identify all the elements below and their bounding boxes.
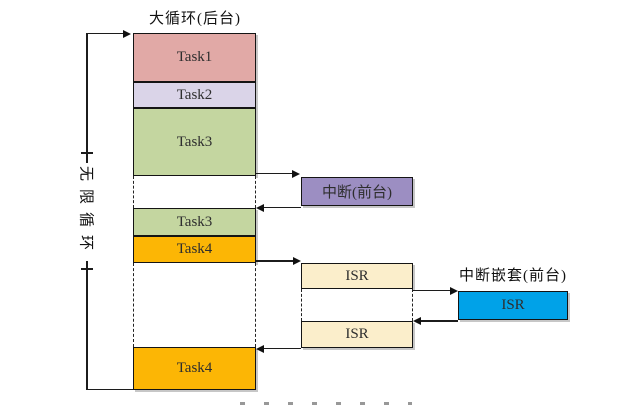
loop-arrowhead-icon — [123, 29, 131, 38]
isr-nested-label: ISR — [501, 297, 525, 313]
task4-box: Task4 — [133, 236, 256, 263]
interrupt-foreground-box: 中断(前台) — [301, 177, 413, 206]
arrow-isr-to-nested-head-icon — [450, 286, 458, 295]
task3-label: Task3 — [176, 133, 213, 150]
task4-resume-label: Task4 — [176, 360, 213, 376]
arrow-interrupt-return-head-icon — [256, 203, 264, 212]
isr2-box: ISR — [301, 321, 413, 348]
task3-resume-label: Task3 — [176, 213, 213, 230]
task2-label: Task2 — [176, 86, 213, 103]
loop-tick-bottom — [81, 268, 93, 270]
loop-tick-top — [81, 152, 93, 154]
task1-box: Task1 — [133, 33, 256, 82]
arrow-task4-to-isr-head-icon — [293, 257, 301, 265]
interrupt-foreground-label: 中断(前台) — [322, 185, 392, 201]
clipped-caption-marks — [240, 402, 412, 405]
infinite-loop-label: 无限循环 — [76, 162, 98, 262]
arrow-task3-to-interrupt-head-icon — [292, 169, 300, 178]
task4-label: Task4 — [176, 241, 213, 257]
arrow-nested-return-head-icon — [413, 317, 421, 325]
interrupted-gap-1 — [133, 176, 256, 208]
isr-nested-box: ISR — [458, 291, 568, 320]
isr1-box: ISR — [301, 263, 413, 289]
arrow-task4-to-isr-line — [256, 260, 293, 262]
isr2-label: ISR — [345, 326, 369, 342]
loop-top-line — [86, 32, 123, 34]
arrow-isr-return-to-task4-line — [264, 347, 301, 349]
isr1-label: ISR — [345, 267, 369, 284]
interrupted-gap-2 — [133, 263, 256, 347]
arrow-nested-return-line — [421, 320, 458, 322]
loop-bottom-line — [86, 388, 133, 390]
background-loop-title: 大循环(后台) — [149, 11, 241, 27]
task4-resume-box: Task4 — [133, 347, 256, 390]
arrow-isr-return-to-task4-head-icon — [256, 344, 264, 353]
arrow-task3-to-interrupt-line — [256, 172, 292, 174]
task3-box: Task3 — [133, 108, 256, 176]
task3-resume-box: Task3 — [133, 208, 256, 236]
nested-interrupt-title: 中断嵌套(前台) — [459, 268, 567, 284]
task2-box: Task2 — [133, 82, 256, 108]
task1-label: Task1 — [176, 49, 213, 65]
arrow-isr-to-nested-line — [413, 289, 450, 291]
arrow-interrupt-return-line — [264, 206, 301, 208]
isr-nested-gap — [301, 289, 413, 321]
